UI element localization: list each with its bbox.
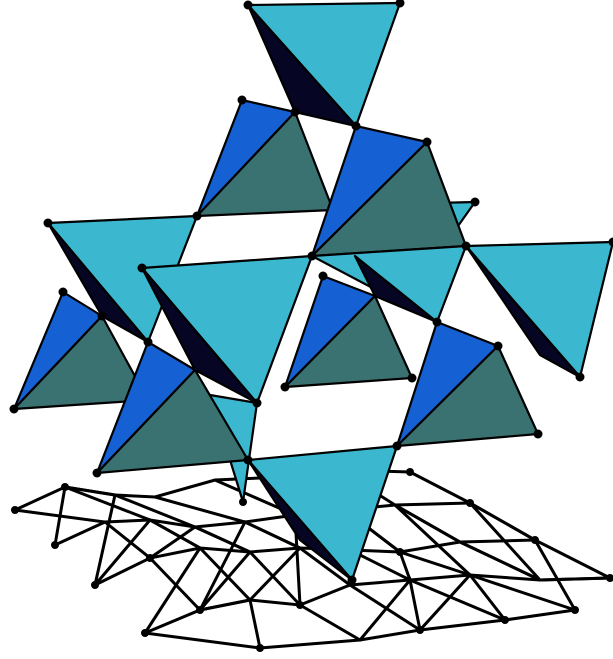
tetrahedron-upper-right — [312, 126, 475, 260]
tetrahedron-right — [397, 322, 538, 446]
tetrahedron-upper-left — [197, 100, 333, 216]
tetrahedron-bottom-inverted — [248, 446, 397, 580]
